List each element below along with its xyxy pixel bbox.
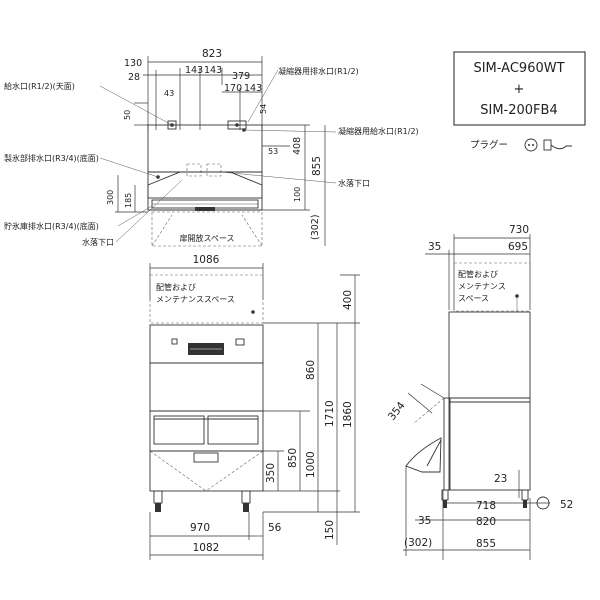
dim-379: 379 [232,71,250,82]
dim-100: 100 [293,187,302,202]
dim-50: 50 [123,110,132,120]
side-view: 730 35 695 配管および メンテナンス スペース 354 23 [386,224,573,560]
dim-820: 820 [476,516,496,528]
dim-23: 23 [494,473,507,485]
dim-823: 823 [202,48,222,60]
dim-860: 860 [305,360,317,380]
plug-legend: プラグー [470,138,572,152]
dim-850: 850 [287,448,299,468]
model-name-box: SIM-AC960WT + SIM-200FB4 [453,51,586,126]
front-view: 1086 配管および メンテナンススペース 400 [149,254,360,560]
dim-350: 350 [265,463,277,483]
dim-150: 150 [324,520,336,540]
dim-1860: 1860 [342,401,354,428]
front-maintenance-label-2: メンテナンススペース [156,295,235,304]
door-space-label: 扉開放スペース [179,233,234,243]
model-second: SIM-200FB4 [480,103,557,118]
top-view: 823 130 28 143 143 379 43 170 143 54 50 [4,48,419,247]
dim-35-top: 35 [428,241,441,253]
plug-icon [524,138,538,152]
dim-35: 35 [418,515,431,527]
dim-1000: 1000 [305,451,317,478]
dim-56: 56 [268,522,282,534]
dim-28: 28 [128,72,140,83]
dim-1086: 1086 [193,254,220,266]
label-water-drop-left: 水落下口 [82,237,114,247]
dim-970: 970 [190,522,210,534]
label-condenser-supply: 凝縮器用給水口(R1/2) [338,126,419,136]
dim-185: 185 [124,193,133,208]
dim-1710: 1710 [324,400,336,427]
plug-head-icon [543,139,552,151]
dim-143-a: 143 [185,65,203,76]
label-water-supply-top: 給水口(R1/2)(天面) [4,81,75,91]
dim-855: 855 [311,156,323,176]
front-handle [193,452,219,463]
dim-302-side: (302) [404,537,432,549]
front-maintenance-label-1: 配管および [156,282,196,292]
plug-label: プラグー [470,139,508,151]
dim-52: 52 [560,499,573,511]
side-maintenance-label-2: メンテナンス [458,282,506,291]
side-maintenance-label-1: 配管および [458,269,498,279]
dim-408: 408 [292,137,303,155]
dim-43: 43 [164,89,174,98]
label-ice-drain: 製氷部排水口(R3/4)(底面) [4,153,99,163]
dim-143-c: 143 [244,83,262,94]
dim-143-b: 143 [204,65,222,76]
label-water-drop-right: 水落下口 [338,178,370,188]
model-plus: + [514,82,525,97]
model-first: SIM-AC960WT [473,61,564,76]
side-maintenance-label-3: スペース [458,294,489,303]
dim-302-top: (302) [310,214,321,240]
dim-855-side: 855 [476,538,496,550]
dim-730: 730 [509,224,529,236]
dim-400: 400 [342,290,354,310]
dim-1082: 1082 [193,542,220,554]
dim-300: 300 [106,190,115,205]
dim-354: 354 [386,399,408,422]
dim-54: 54 [259,104,268,114]
dim-170: 170 [224,83,242,94]
dim-718: 718 [476,500,496,512]
dim-695: 695 [508,241,528,253]
dim-130: 130 [124,58,142,69]
label-condenser-drain: 凝縮器用排水口(R1/2) [278,66,359,76]
dim-53: 53 [268,147,278,156]
label-storage-drain: 貯氷庫排水口(R3/4)(底面) [4,221,99,231]
